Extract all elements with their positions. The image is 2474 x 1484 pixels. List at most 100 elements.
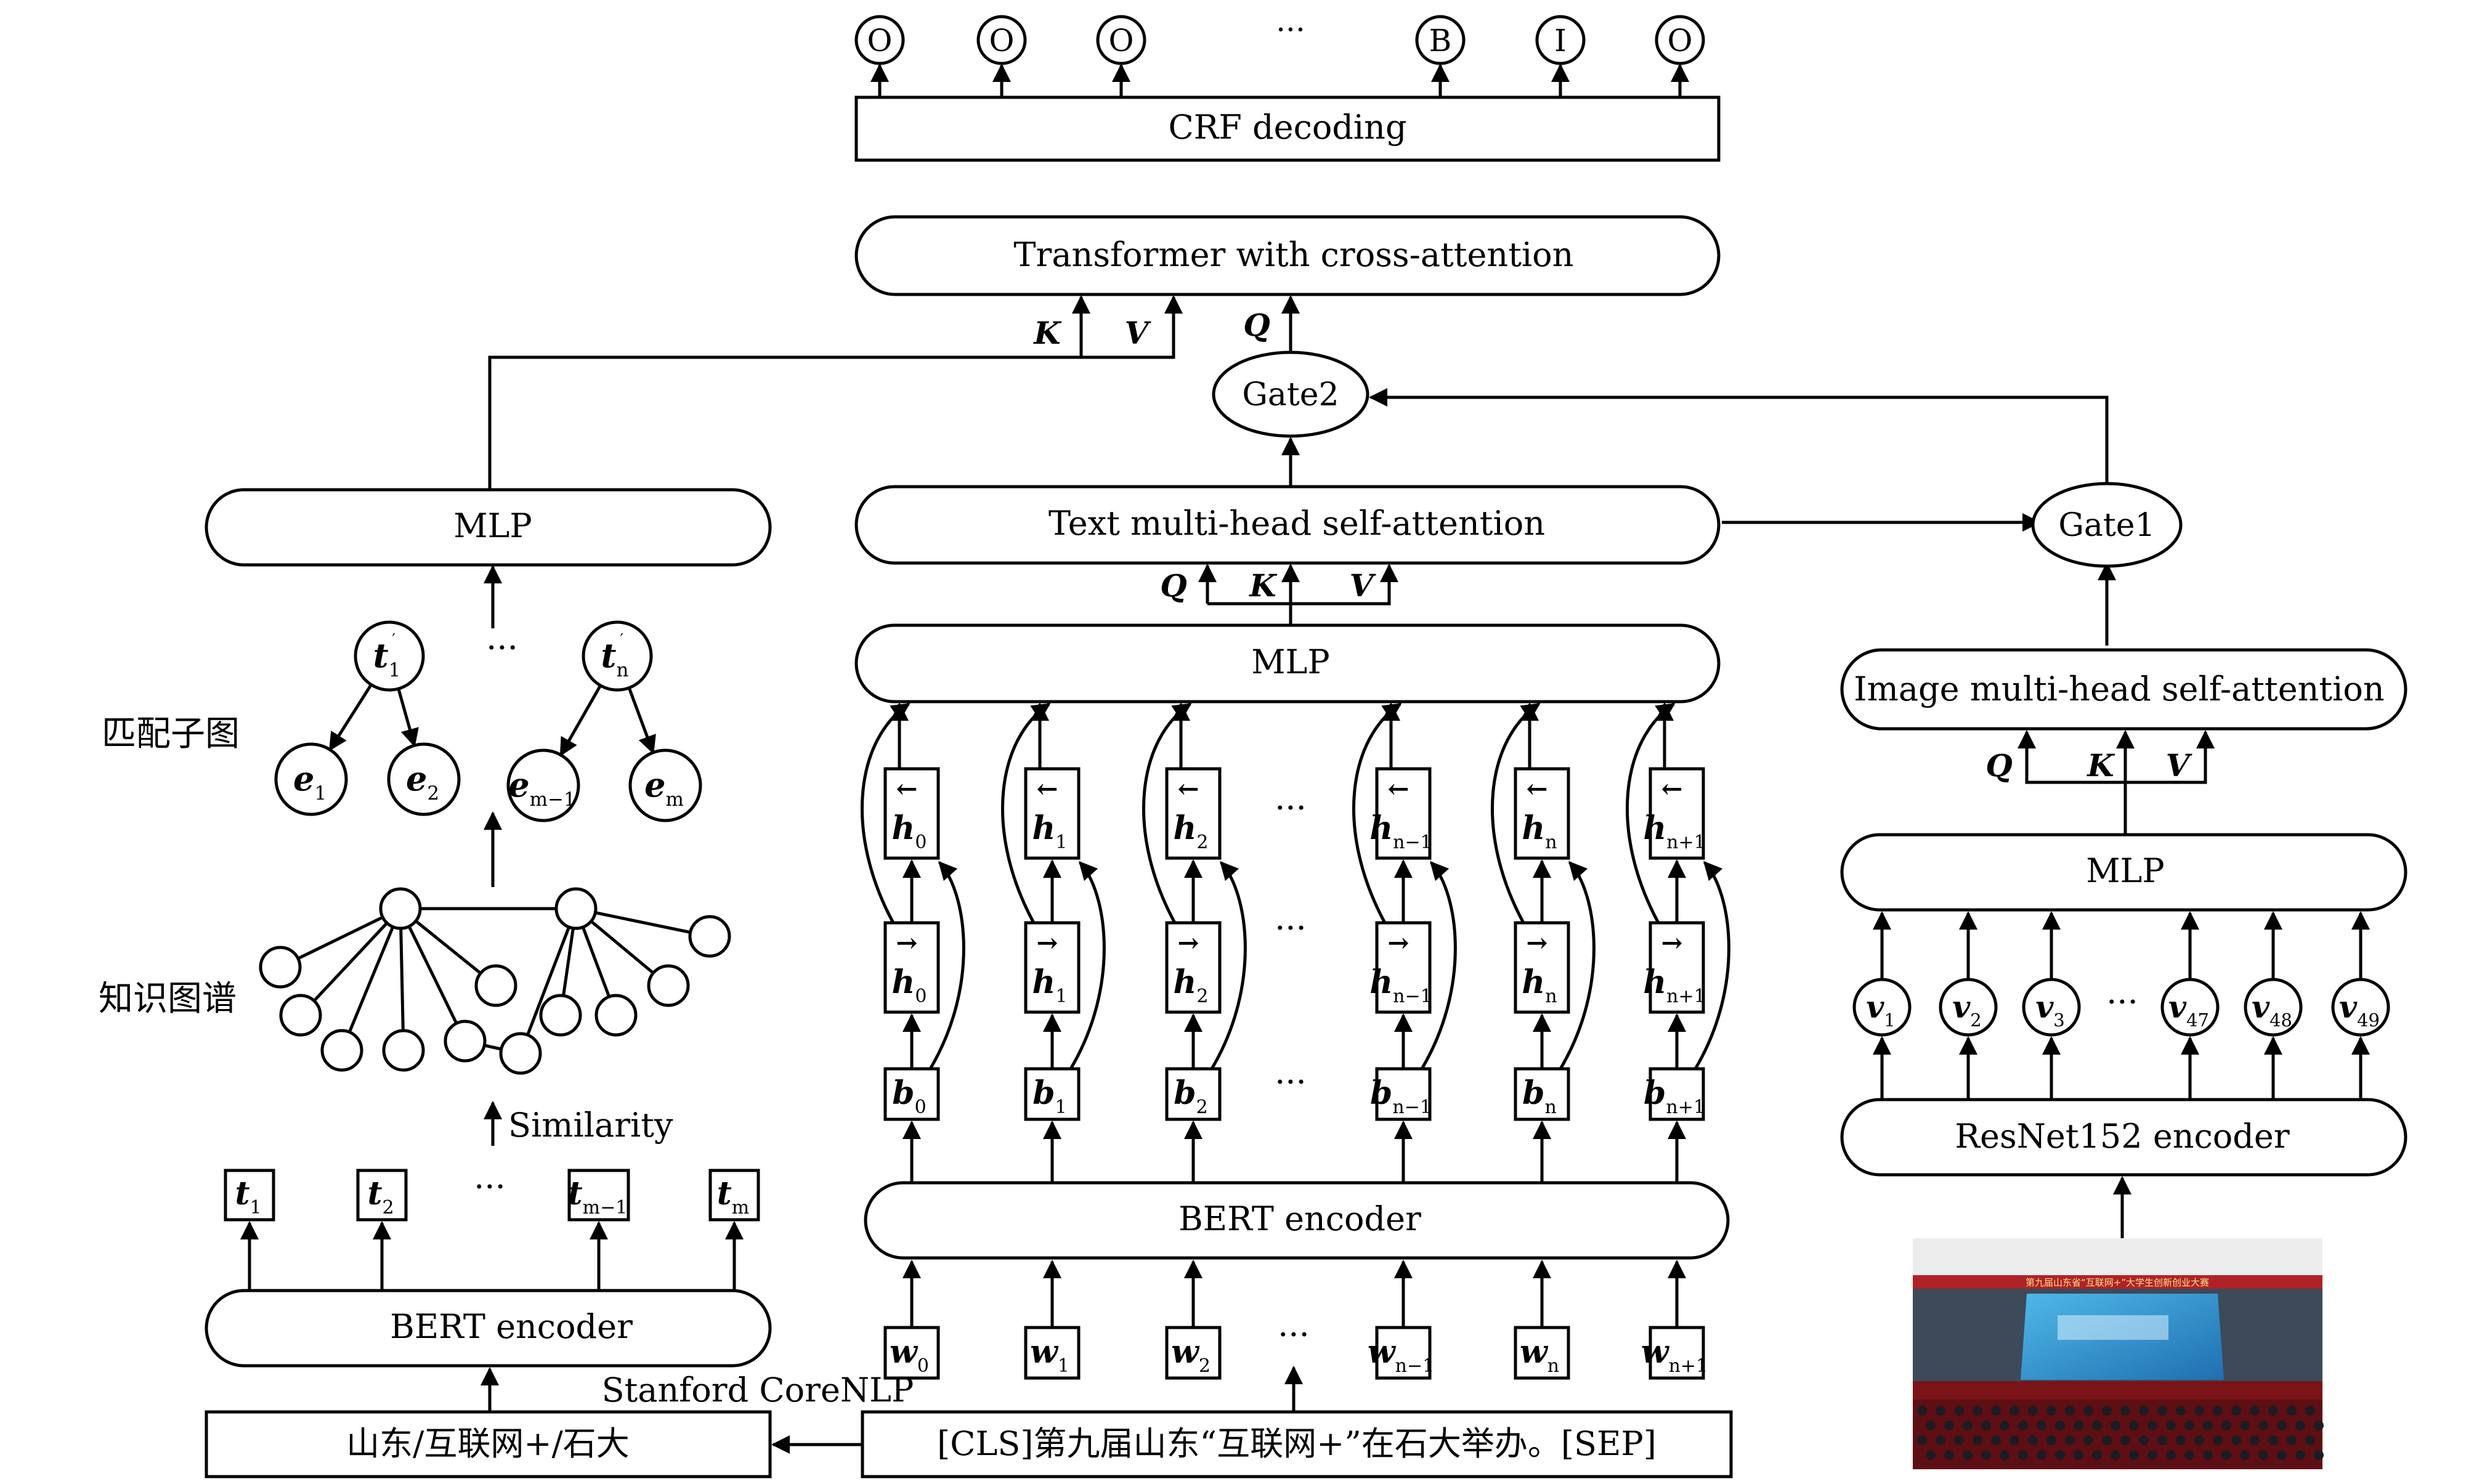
visual-token-v: v1 bbox=[1852, 978, 1912, 1037]
knowledge-graph bbox=[259, 887, 731, 1075]
svg-text:h1: h1 bbox=[1032, 963, 1068, 1007]
svg-text:第九届山东省“互联网+”大学生创新创业大赛: 第九届山东省“互联网+”大学生创新创业大赛 bbox=[2026, 1277, 2209, 1288]
svg-text:→: → bbox=[1177, 928, 1199, 958]
svg-text:O: O bbox=[867, 23, 893, 59]
svg-text:←: ← bbox=[1526, 774, 1547, 804]
svg-text:hn−1: hn−1 bbox=[1369, 809, 1432, 853]
right-mlp-block: MLP bbox=[1840, 833, 2407, 912]
bert-output-b: bn−1 bbox=[1370, 1067, 1432, 1121]
svg-text:t1: t1 bbox=[235, 1175, 261, 1218]
svg-text:→: → bbox=[1387, 928, 1409, 958]
entity-text-box: 山东/互联网+/石大 bbox=[205, 1410, 772, 1478]
h-backward-ellipsis: ··· bbox=[1275, 789, 1307, 827]
svg-text:v49: v49 bbox=[2339, 989, 2380, 1031]
svg-text:Transformer with cross-attenti: Transformer with cross-attention bbox=[1014, 235, 1574, 274]
svg-text:em: em bbox=[644, 765, 684, 811]
kg-node bbox=[279, 994, 322, 1037]
svg-text:t2: t2 bbox=[367, 1175, 394, 1218]
svg-text:[CLS]第九届山东“互联网+”在石大举办。[SEP]: [CLS]第九届山东“互联网+”在石大举办。[SEP] bbox=[937, 1424, 1657, 1463]
svg-text:→: → bbox=[1526, 928, 1547, 958]
output-ellipsis: ··· bbox=[1276, 12, 1305, 47]
svg-text:w2: w2 bbox=[1171, 1333, 1211, 1377]
svg-text:v48: v48 bbox=[2252, 989, 2292, 1031]
kg-node bbox=[259, 946, 302, 989]
svg-text:bn: bn bbox=[1522, 1074, 1557, 1118]
forward-lstm-h: → h2 bbox=[1165, 921, 1222, 1014]
backward-lstm-h: ←hn−1 bbox=[1369, 767, 1432, 860]
svg-text:hn: hn bbox=[1522, 809, 1557, 853]
entity-token-t: t2 bbox=[356, 1169, 408, 1222]
forward-lstm-h: → hn bbox=[1514, 921, 1570, 1014]
bert-output-b: bn+1 bbox=[1644, 1067, 1705, 1121]
left-bert-encoder: BERT encoder bbox=[205, 1289, 772, 1368]
svg-text:山东/互联网+/石大: 山东/互联网+/石大 bbox=[346, 1424, 630, 1463]
word-token-w: wn bbox=[1514, 1326, 1570, 1380]
svg-text:K: K bbox=[1248, 567, 1278, 604]
entity-token-t: tm bbox=[708, 1169, 760, 1222]
bert-output-b: b1 bbox=[1024, 1067, 1081, 1121]
svg-text:←: ← bbox=[1177, 774, 1199, 804]
matched-relation-node: em−1 bbox=[506, 748, 580, 822]
forward-lstm-h: →h0 bbox=[883, 921, 940, 1014]
svg-text:hn+1: hn+1 bbox=[1643, 809, 1705, 853]
visual-token-v: v3 bbox=[2022, 978, 2081, 1037]
svg-text:h2: h2 bbox=[1174, 809, 1209, 853]
kg-node bbox=[647, 964, 690, 1007]
sentence-input-box: [CLS]第九届山东“互联网+”在石大举办。[SEP] bbox=[861, 1410, 1733, 1478]
resnet-encoder: ResNet152 encoder bbox=[1840, 1098, 2407, 1177]
svg-text:hn: hn bbox=[1522, 963, 1557, 1007]
center-mlp-block: MLP bbox=[854, 623, 1721, 703]
svg-text:Image multi-head self-attentio: Image multi-head self-attention bbox=[1854, 670, 2384, 708]
kg-node bbox=[688, 915, 731, 958]
svg-text:h2: h2 bbox=[1174, 963, 1209, 1007]
output-tag: O bbox=[1655, 15, 1705, 65]
svg-text:BERT encoder: BERT encoder bbox=[1178, 1199, 1421, 1238]
backward-lstm-h: ←h1 bbox=[1024, 767, 1081, 860]
svg-text:←: ← bbox=[896, 774, 917, 804]
gate1-node: Gate1 bbox=[2031, 482, 2183, 568]
svg-text:Text multi-head self-attention: Text multi-head self-attention bbox=[1048, 504, 1545, 543]
word-token-w: w2 bbox=[1165, 1326, 1222, 1380]
svg-text:MLP: MLP bbox=[453, 506, 532, 545]
svg-text:BERT encoder: BERT encoder bbox=[390, 1307, 633, 1346]
svg-text:CRF decoding: CRF decoding bbox=[1168, 108, 1406, 147]
svg-text:hn+1: hn+1 bbox=[1643, 963, 1705, 1007]
visual-token-v: v48 bbox=[2244, 978, 2303, 1037]
svg-text:b1: b1 bbox=[1032, 1074, 1066, 1118]
svg-text:bn−1: bn−1 bbox=[1370, 1074, 1432, 1118]
svg-text:ResNet152 encoder: ResNet152 encoder bbox=[1955, 1117, 2289, 1156]
kg-node bbox=[444, 1020, 487, 1063]
crf-decoding-box: CRF decoding bbox=[854, 95, 1721, 162]
output-tag: O bbox=[854, 15, 905, 65]
v-ellipsis: ··· bbox=[2106, 983, 2138, 1021]
output-tag: I bbox=[1535, 15, 1586, 65]
svg-text:MLP: MLP bbox=[1251, 643, 1330, 681]
backward-lstm-h: ← h2 bbox=[1165, 767, 1222, 860]
svg-text:b0: b0 bbox=[892, 1074, 926, 1118]
svg-text:V: V bbox=[1350, 567, 1377, 604]
kg-node bbox=[382, 1029, 425, 1072]
kg-node bbox=[499, 1032, 542, 1075]
svg-text:h1: h1 bbox=[1032, 809, 1068, 853]
svg-text:tm−1: tm−1 bbox=[568, 1175, 628, 1218]
svg-text:tm: tm bbox=[717, 1175, 749, 1218]
knowledge-graph-label: 知识图谱 bbox=[99, 979, 237, 1019]
svg-text:wn−1: wn−1 bbox=[1368, 1333, 1434, 1377]
svg-text:e1: e1 bbox=[293, 759, 326, 805]
svg-text:Q: Q bbox=[1160, 567, 1187, 604]
gate2-node: Gate2 bbox=[1212, 351, 1369, 438]
svg-text:Q: Q bbox=[1985, 747, 2013, 784]
svg-text:em−1: em−1 bbox=[508, 765, 575, 811]
svg-text:V: V bbox=[1125, 315, 1152, 351]
svg-text:v3: v3 bbox=[2035, 989, 2065, 1031]
matched-entity-node: t1′ bbox=[354, 620, 425, 692]
word-token-w: wn−1 bbox=[1368, 1326, 1434, 1380]
matched-relation-node: e2 bbox=[387, 742, 461, 816]
image-self-attention-block: Image multi-head self-attention bbox=[1840, 648, 2407, 731]
backward-lstm-h: ←h0 bbox=[883, 767, 940, 860]
kg-node bbox=[379, 887, 422, 930]
output-tag: B bbox=[1415, 15, 1466, 65]
output-tag: O bbox=[1096, 15, 1146, 65]
